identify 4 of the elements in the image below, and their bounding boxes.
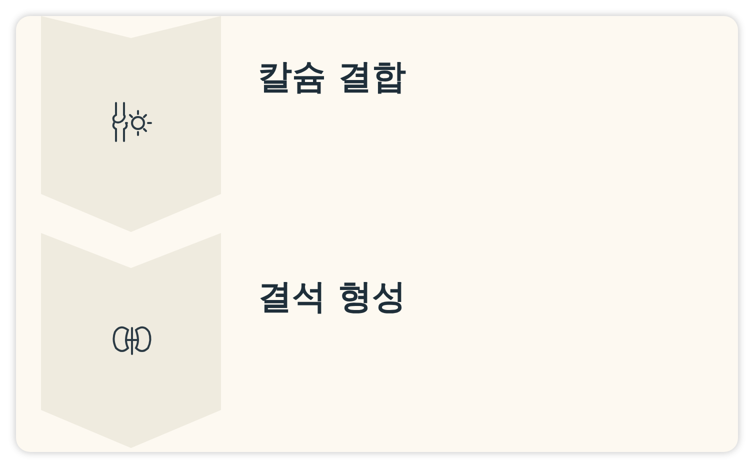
chevron-shape <box>41 16 221 232</box>
step-heading: 칼슘 결합 <box>258 56 406 99</box>
chevron-shape <box>41 233 221 448</box>
step-heading: 결석 형성 <box>258 276 406 319</box>
